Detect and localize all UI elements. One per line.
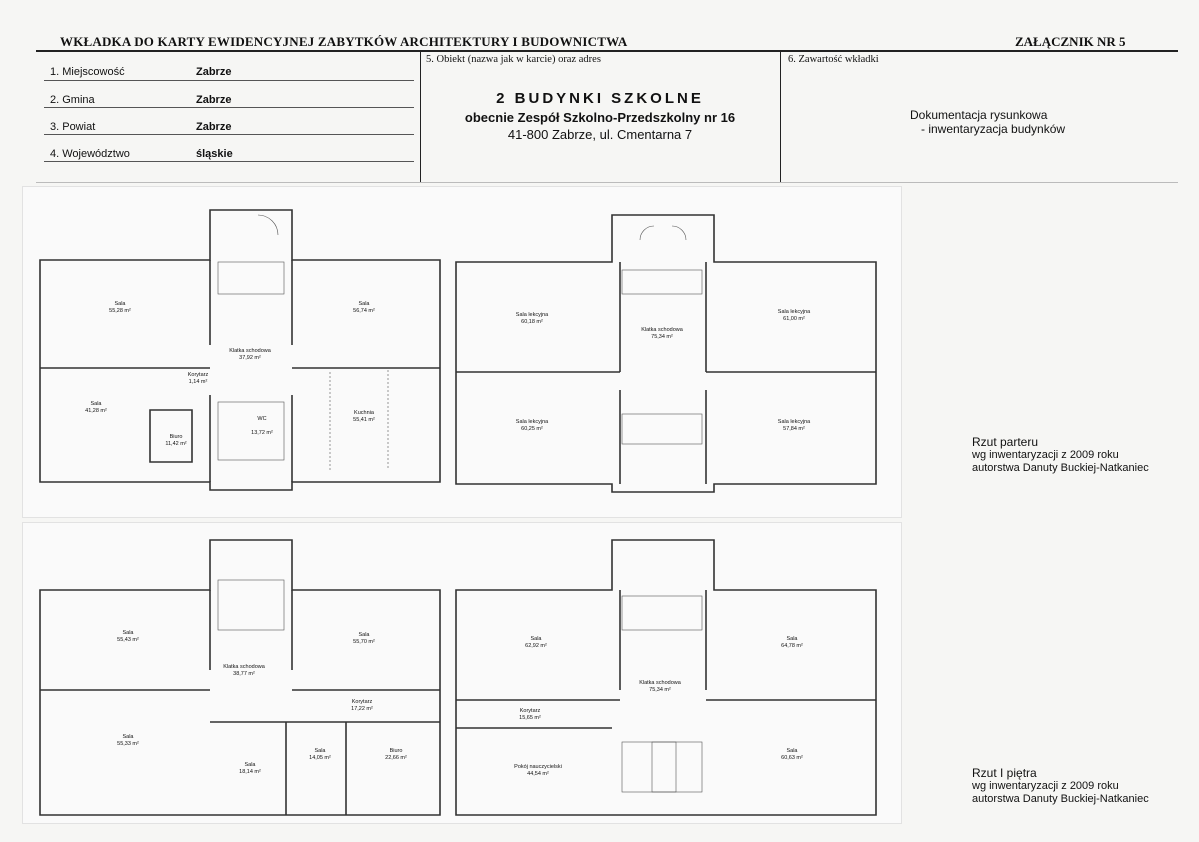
room-area: 14,05 m² xyxy=(309,755,331,761)
room-name: Kuchnia xyxy=(354,410,375,416)
object-address: 41-800 Zabrze, ul. Cmentarna 7 xyxy=(507,127,693,142)
room-area: 55,70 m² xyxy=(353,639,375,645)
room-area: 60,63 m² xyxy=(781,755,803,761)
object-name: 2 BUDYNKI SZKOLNE xyxy=(496,90,704,107)
room-area: 11,42 m² xyxy=(165,441,186,447)
room-area: 61,00 m² xyxy=(783,316,805,322)
room-name: Sala lekcyjna xyxy=(778,419,811,425)
room-area: 75,34 m² xyxy=(649,687,671,693)
room-name: WC xyxy=(257,416,266,422)
room-name: Klatka schodowa xyxy=(641,327,684,333)
location-value: śląskie xyxy=(196,148,233,160)
room-area: 56,74 m² xyxy=(353,308,375,314)
room-area: 44,54 m² xyxy=(527,771,549,777)
room-area: 18,14 m² xyxy=(239,769,261,775)
contents-line: Dokumentacja rysunkowa xyxy=(910,108,1048,122)
room-name: Biuro xyxy=(170,434,183,440)
room-name: Klatka schodowa xyxy=(223,664,266,670)
caption-title: Rzut I piętra xyxy=(972,766,1037,780)
room-name: Sala lekcyjna xyxy=(778,309,811,315)
location-label: 1. Miejscowość xyxy=(50,66,125,78)
caption-title: Rzut parteru xyxy=(972,435,1039,449)
room-labels: Sala 55,28 m² Sala 56,74 m² Klatka schod… xyxy=(85,301,811,447)
room-name: Korytarz xyxy=(188,372,209,378)
room-name: Sala lekcyjna xyxy=(516,312,549,318)
room-area: 60,25 m² xyxy=(521,426,543,432)
annex-label: ZAŁĄCZNIK NR 5 xyxy=(1015,34,1126,49)
room-name: Sala xyxy=(122,734,134,740)
room-name: Biuro xyxy=(390,748,403,754)
contents-line: - inwentaryzacja budynków xyxy=(921,122,1066,136)
location-label: 4. Województwo xyxy=(50,148,130,160)
room-area: 17,22 m² xyxy=(351,706,373,712)
room-name: Sala xyxy=(244,762,256,768)
contents-heading: 6. Zawartość wkładki xyxy=(788,54,879,65)
room-area: 64,78 m² xyxy=(781,643,803,649)
room-name: Sala xyxy=(114,301,126,307)
room-name: Sala xyxy=(358,301,370,307)
form-title: WKŁADKA DO KARTY EWIDENCYJNEJ ZABYTKÓW A… xyxy=(60,34,628,49)
room-name: Sala xyxy=(786,748,798,754)
room-area: 13,72 m² xyxy=(251,430,273,436)
plan-caption: Rzut parteru wg inwentaryzacji z 2009 ro… xyxy=(972,436,1149,475)
room-area: 57,84 m² xyxy=(783,426,805,432)
room-name: Klatka schodowa xyxy=(229,348,272,354)
divider xyxy=(36,182,1178,183)
room-name: Sala xyxy=(786,636,798,642)
room-area: 41,28 m² xyxy=(85,408,107,414)
plan-caption: Rzut I piętra wg inwentaryzacji z 2009 r… xyxy=(972,767,1149,806)
plan-panel xyxy=(22,522,902,824)
divider xyxy=(780,52,781,182)
room-name: Klatka schodowa xyxy=(639,680,682,686)
location-label: 3. Powiat xyxy=(50,121,96,133)
room-labels: Sala 55,43 m² Sala 55,70 m² Klatka schod… xyxy=(117,630,803,777)
room-area: 15,65 m² xyxy=(519,715,541,721)
room-area: 22,66 m² xyxy=(385,755,407,761)
room-name: Sala xyxy=(314,748,326,754)
caption-line: autorstwa Danuty Buckiej-Natkaniec xyxy=(972,462,1149,474)
object-current-name: obecnie Zespół Szkolno-Przedszkolny nr 1… xyxy=(464,110,736,125)
location-value: Zabrze xyxy=(196,94,232,106)
room-area: 60,18 m² xyxy=(521,319,543,325)
caption-line: wg inwentaryzacji z 2009 roku xyxy=(972,449,1119,461)
room-area: 62,92 m² xyxy=(525,643,547,649)
room-area: 55,33 m² xyxy=(117,741,139,747)
room-area: 37,92 m² xyxy=(239,355,261,361)
room-name: Sala xyxy=(358,632,370,638)
room-name: Sala xyxy=(530,636,542,642)
room-name: Sala xyxy=(122,630,134,636)
room-name: Sala lekcyjna xyxy=(516,419,549,425)
room-name: Sala xyxy=(90,401,102,407)
location-value: Zabrze xyxy=(196,66,232,78)
caption-line: autorstwa Danuty Buckiej-Natkaniec xyxy=(972,793,1149,805)
room-area: 55,28 m² xyxy=(109,308,131,314)
room-area: 55,43 m² xyxy=(117,637,139,643)
divider xyxy=(420,52,421,182)
room-name: Korytarz xyxy=(520,708,541,714)
location-label: 2. Gmina xyxy=(50,94,95,106)
object-heading: 5. Obiekt (nazwa jak w karcie) oraz adre… xyxy=(426,54,601,65)
room-area: 55,41 m² xyxy=(353,417,375,423)
caption-line: wg inwentaryzacji z 2009 roku xyxy=(972,780,1119,792)
room-area: 38,77 m² xyxy=(233,671,255,677)
room-name: Korytarz xyxy=(352,699,373,705)
location-value: Zabrze xyxy=(196,121,232,133)
header-rule xyxy=(36,50,1178,52)
room-area: 75,34 m² xyxy=(651,334,673,340)
room-name: Pokój nauczycielski xyxy=(514,764,562,770)
room-area: 1,14 m² xyxy=(189,379,208,385)
